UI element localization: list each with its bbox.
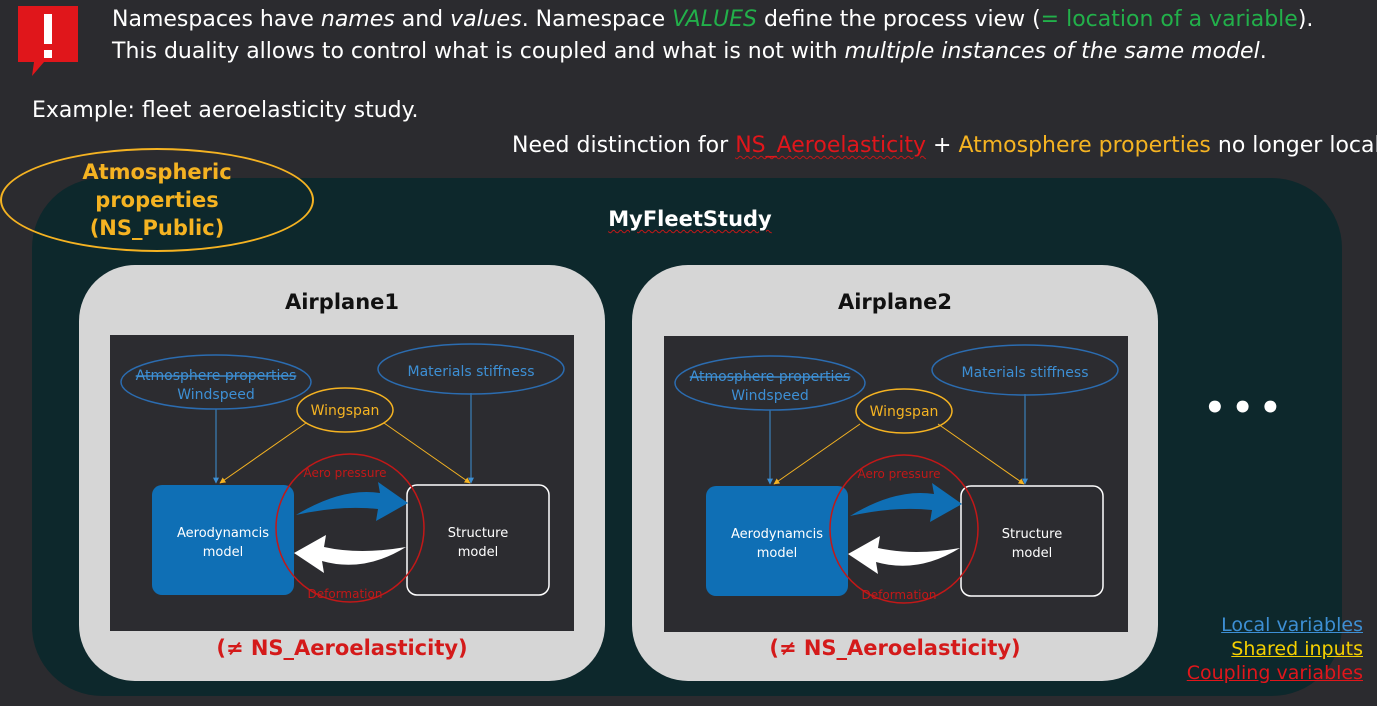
- svg-text:Windspeed: Windspeed: [177, 387, 254, 403]
- svg-text:model: model: [458, 545, 498, 560]
- intro-text: Namespaces have names and values. Namesp…: [112, 4, 1313, 68]
- wingspan-to-structure-link: [937, 423, 1025, 485]
- wingspan-ellipse: [855, 388, 953, 434]
- svg-text:Wingspan: Wingspan: [870, 404, 939, 420]
- svg-text:Materials stiffness: Materials stiffness: [961, 365, 1088, 381]
- more-airplanes-ellipsis: •••: [1204, 388, 1288, 428]
- atmospheric-properties-ellipse: Atmospheric properties (NS_Public): [0, 148, 314, 252]
- svg-text:Deformation: Deformation: [862, 588, 937, 602]
- svg-text:Windspeed: Windspeed: [731, 388, 808, 404]
- fleet-study-title: MyFleetStudy: [608, 207, 772, 231]
- structure-model-block: [960, 485, 1104, 597]
- svg-text:model: model: [203, 545, 243, 560]
- svg-text:Atmosphere properties: Atmosphere properties: [136, 368, 297, 384]
- svg-text:Wingspan: Wingspan: [311, 403, 380, 419]
- coupling-circle: [275, 453, 425, 603]
- airplane-2-namespace: (≠ NS_Aeroelasticity): [769, 636, 1021, 660]
- atmosphere-windspeed-ellipse: [120, 354, 312, 410]
- legend-local-variables: Local variables: [1221, 614, 1363, 636]
- deformation-arrow: [294, 535, 406, 573]
- ns-aeroelasticity-label: NS_Aeroelasticity: [735, 133, 927, 158]
- legend-coupling-variables: Coupling variables: [1186, 662, 1363, 684]
- materials-stiffness-ellipse: [377, 343, 565, 395]
- legend-shared-inputs: Shared inputs: [1231, 638, 1363, 660]
- intro-line-1: Namespaces have names and values. Namesp…: [112, 7, 1314, 32]
- aerodynamics-model-block: [706, 486, 848, 596]
- airplane-1-namespace: (≠ NS_Aeroelasticity): [216, 636, 468, 660]
- svg-text:Atmosphere properties: Atmosphere properties: [690, 369, 851, 385]
- svg-text:Structure: Structure: [448, 526, 508, 541]
- intro-line-2: This duality allows to control what is c…: [112, 39, 1267, 64]
- svg-text:Aero pressure: Aero pressure: [303, 466, 386, 480]
- need-distinction-text: Need distinction for NS_Aeroelasticity +…: [512, 133, 1377, 158]
- airplane-2-title: Airplane2: [837, 290, 952, 314]
- atmosphere-windspeed-ellipse: [674, 355, 866, 411]
- aero-pressure-arrow: [850, 483, 962, 522]
- svg-text:Materials stiffness: Materials stiffness: [407, 364, 534, 380]
- airplane-1-diagram: Atmosphere properties Windspeed Material…: [120, 343, 565, 603]
- wingspan-to-aero-link: [219, 422, 307, 484]
- coupling-circle: [829, 454, 979, 604]
- airplane-2-diagram: Atmosphere properties Windspeed Material…: [674, 344, 1119, 604]
- svg-text:model: model: [757, 546, 797, 561]
- svg-text:Aerodynamcis: Aerodynamcis: [177, 526, 269, 541]
- wingspan-to-aero-link: [773, 423, 861, 485]
- svg-text:Deformation: Deformation: [308, 587, 383, 601]
- aerodynamics-model-block: [152, 485, 294, 595]
- example-text: Example: fleet aeroelasticity study.: [32, 98, 419, 123]
- wingspan-to-structure-link: [383, 422, 471, 484]
- materials-stiffness-ellipse: [931, 344, 1119, 396]
- aero-pressure-arrow: [296, 482, 408, 521]
- svg-text:Structure: Structure: [1002, 527, 1062, 542]
- deformation-arrow: [848, 536, 960, 574]
- wingspan-ellipse: [296, 387, 394, 433]
- airplane-1-title: Airplane1: [284, 290, 399, 314]
- svg-text:Aero pressure: Aero pressure: [857, 467, 940, 481]
- exclamation-callout-icon: [18, 6, 78, 76]
- svg-text:Aerodynamcis: Aerodynamcis: [731, 527, 823, 542]
- structure-model-block: [406, 484, 550, 596]
- svg-text:model: model: [1012, 546, 1052, 561]
